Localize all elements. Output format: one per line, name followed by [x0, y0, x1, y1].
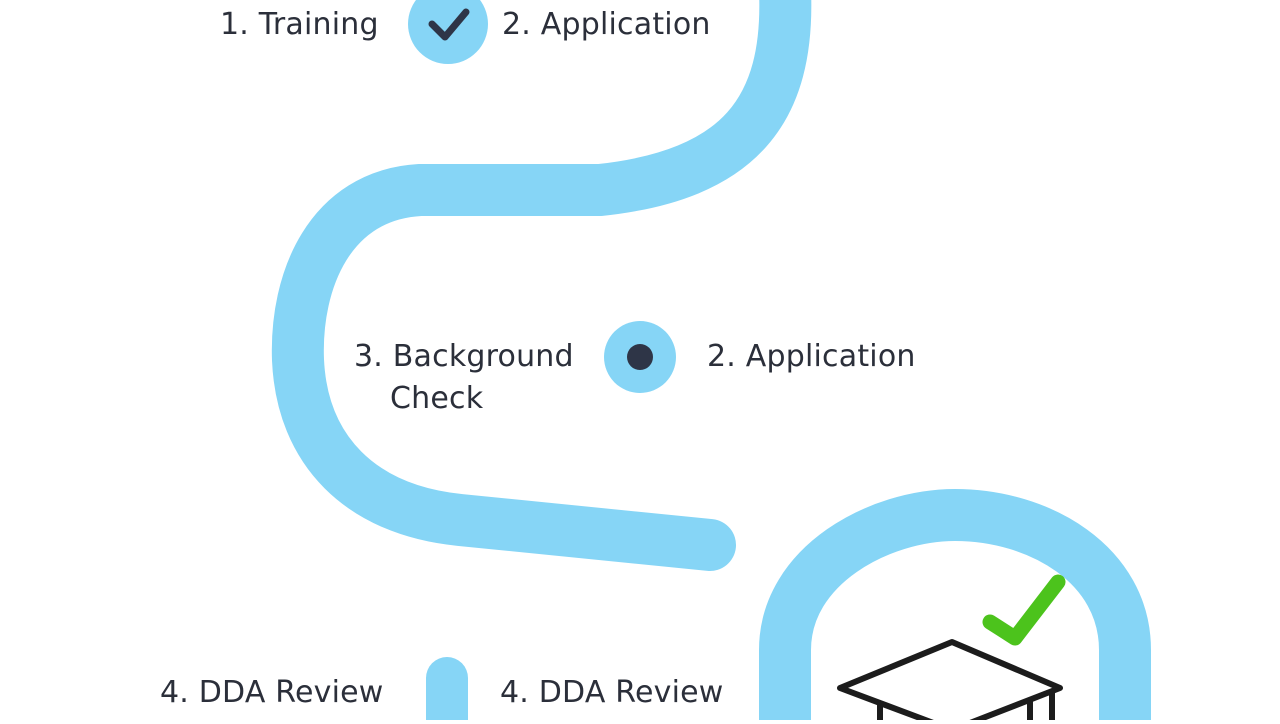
step-label-application-top: 2. Application: [502, 7, 711, 42]
checkmark-icon: [428, 8, 470, 41]
green-check-icon: [982, 574, 1066, 646]
dot-icon: [627, 344, 653, 370]
step-label-training: 1. Training: [220, 7, 379, 42]
step-label-dda-review-right: 4. DDA Review: [500, 675, 724, 710]
path-arch: [759, 488, 1151, 724]
graduation-cap-icon: [837, 639, 1063, 724]
step-label-dda-review-left: 4. DDA Review: [160, 675, 384, 710]
step-label-application-middle: 2. Application: [707, 339, 916, 374]
step-node-dot: [604, 321, 676, 393]
step-label-background-check-line1: 3. Background: [354, 339, 574, 374]
step-node-check: [408, 0, 488, 64]
step-label-background-check-line2: Check: [390, 381, 484, 416]
winding-path: [271, 0, 812, 571]
